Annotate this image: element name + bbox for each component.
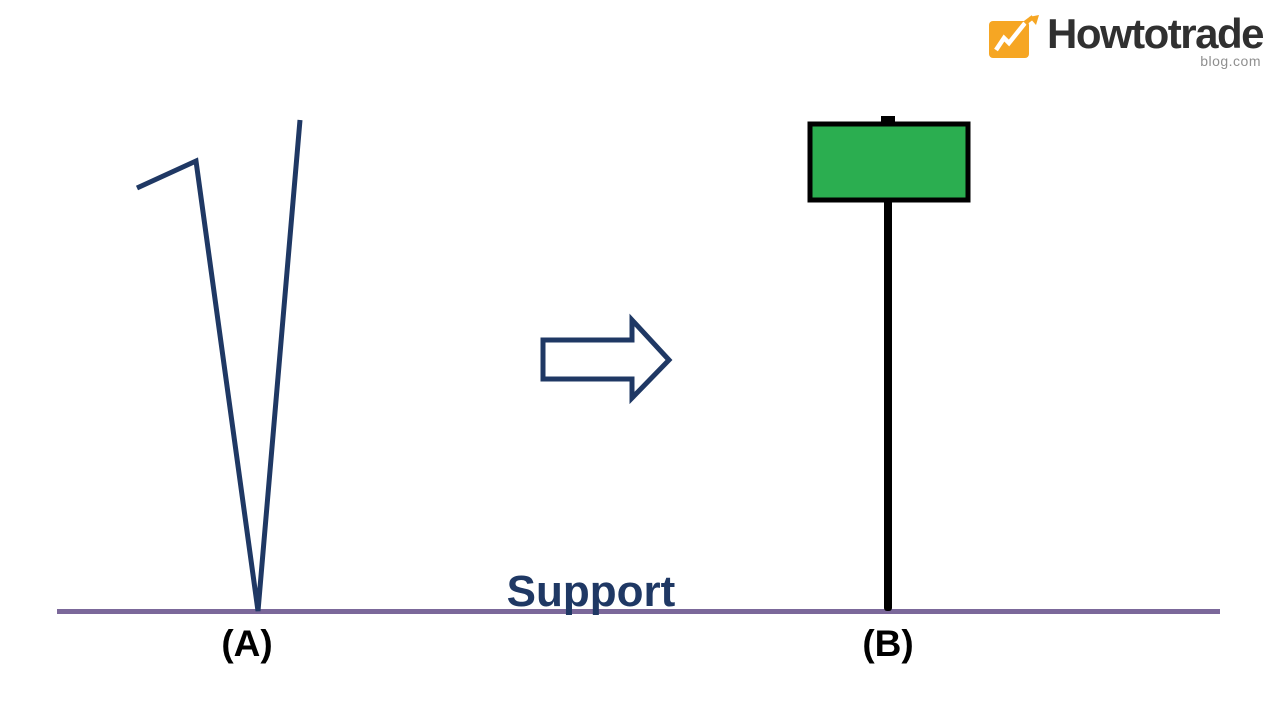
point-b-label: (B) — [862, 623, 914, 664]
right-arrow-icon — [540, 313, 673, 405]
brand-domain: blog.com — [1200, 53, 1261, 69]
hammer-candlestick — [807, 116, 971, 611]
price-v-line — [135, 119, 303, 612]
support-label: Support — [506, 567, 676, 616]
support-line — [57, 609, 1220, 614]
brand-logo: Howtotrade blog.com — [988, 10, 1265, 70]
brand-name: Howtotrade — [1047, 10, 1265, 57]
brand-text-block: Howtotrade blog.com — [1047, 10, 1265, 70]
candle-lower-wick — [884, 198, 892, 611]
chart-arrow-icon — [989, 15, 1039, 58]
point-a-label: (A) — [221, 623, 273, 664]
candle-body — [807, 121, 971, 203]
candle-upper-wick — [881, 116, 895, 126]
